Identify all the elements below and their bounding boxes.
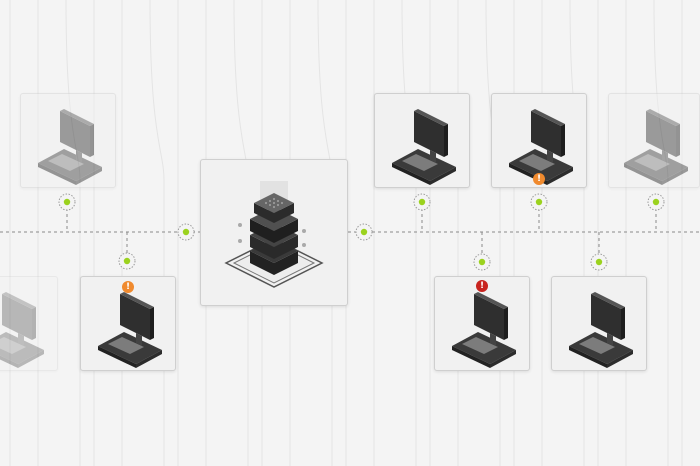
connection-node-dot [63,198,71,206]
warning-badge-bottom-left: ! [122,281,134,293]
error-badge-bottom-center: ! [476,280,488,292]
connection-node-dot [123,257,131,265]
connector-lines [0,202,700,262]
workstation-top-right-edge[interactable] [608,93,700,188]
background-line [149,0,165,466]
background-line [401,0,417,466]
connection-node-dot [652,198,660,206]
connection-node-dot [182,228,190,236]
workstation-bottom-right[interactable] [551,276,647,371]
desktop-computer-icon [392,108,456,185]
desktop-computer-icon [624,108,688,185]
exclamation-icon: ! [479,281,485,291]
connection-node-dot [478,258,486,266]
desktop-computer-icon [452,291,516,368]
background-line [569,0,585,466]
desktop-computer-icon [0,291,44,368]
workstation-top-left[interactable] [20,93,116,188]
desktop-computer-icon [509,108,573,185]
workstation-top-right[interactable] [491,93,587,188]
desktop-computer-icon [38,108,102,185]
background-line [653,0,669,466]
central-server[interactable] [200,159,348,306]
workstation-bottom-left-edge[interactable] [0,276,58,371]
background-line [485,0,501,466]
connection-node-dot [418,198,426,206]
connection-nodes [58,193,665,271]
exclamation-icon: ! [125,282,131,292]
background-line [65,0,81,466]
connection-node-dot [595,258,603,266]
exclamation-icon: ! [536,174,542,184]
server-stack-icon [224,180,324,288]
warning-badge-top-right: ! [533,173,545,185]
connection-node-dot [360,228,368,236]
workstation-top-center[interactable] [374,93,470,188]
desktop-computer-icon [569,291,633,368]
connection-node-dot [535,198,543,206]
